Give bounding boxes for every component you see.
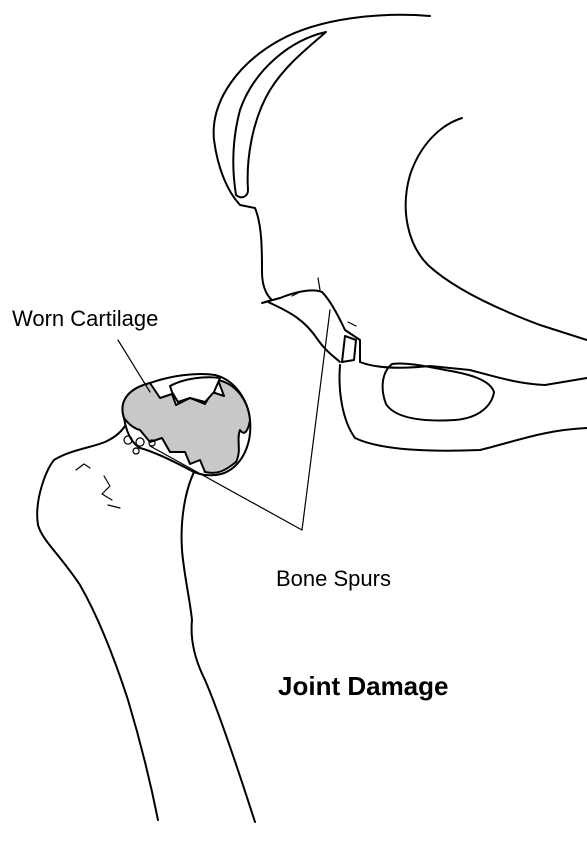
- femur-outline: [37, 420, 158, 820]
- label-bone-spurs: Bone Spurs: [276, 566, 391, 592]
- pelvis-ischium-outline: [340, 365, 587, 451]
- label-worn-cartilage: Worn Cartilage: [12, 306, 158, 332]
- bone-spur-marks-femur: [76, 464, 120, 508]
- pelvis-posterior-curve: [406, 118, 587, 340]
- pelvis-iliac-outline: [214, 15, 587, 385]
- pelvis-spur-marks: [292, 278, 356, 326]
- diagram-title: Joint Damage: [278, 671, 449, 702]
- pelvis-acetabulum-edge: [268, 302, 340, 362]
- pelvis-iliac-ridge: [233, 32, 326, 197]
- femur-neck-lower: [182, 470, 255, 822]
- leader-worn-cartilage: [118, 340, 150, 392]
- pelvis-chip: [342, 336, 356, 362]
- leader-bone-spurs-2: [302, 310, 330, 530]
